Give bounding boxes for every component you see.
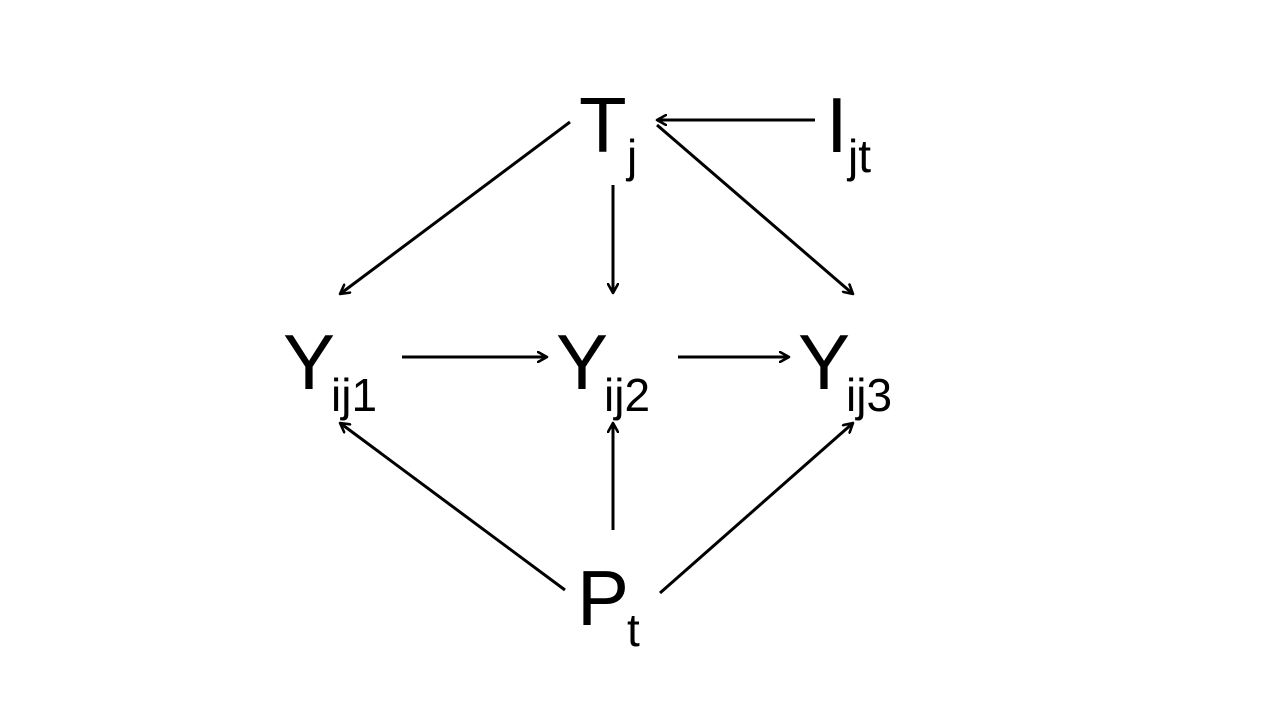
- node-y1-sub: ij1: [331, 369, 377, 421]
- node-t-main: T: [579, 81, 627, 169]
- node-i-main: I: [826, 81, 848, 169]
- node-y2: Y ij2: [556, 318, 650, 421]
- node-y2-main: Y: [556, 318, 608, 406]
- node-p: P t: [577, 554, 640, 656]
- node-y2-sub: ij2: [604, 369, 650, 421]
- edge-t-to-y1: [340, 120, 571, 294]
- node-y3-sub: ij3: [846, 369, 892, 421]
- node-i-sub: jt: [846, 130, 871, 182]
- node-y3: Y ij3: [798, 318, 892, 421]
- edge-p-to-y3: [659, 423, 853, 595]
- node-y1-main: Y: [283, 318, 335, 406]
- node-y3-main: Y: [798, 318, 850, 406]
- edges: [340, 120, 853, 595]
- node-p-main: P: [577, 554, 629, 642]
- node-y1: Y ij1: [283, 318, 377, 421]
- node-i: I jt: [826, 81, 871, 182]
- edge-p-to-y1: [340, 423, 566, 592]
- edge-t-to-y3: [656, 123, 853, 294]
- node-t: T j: [579, 81, 637, 182]
- node-p-sub: t: [627, 604, 640, 656]
- node-t-sub: j: [625, 130, 637, 182]
